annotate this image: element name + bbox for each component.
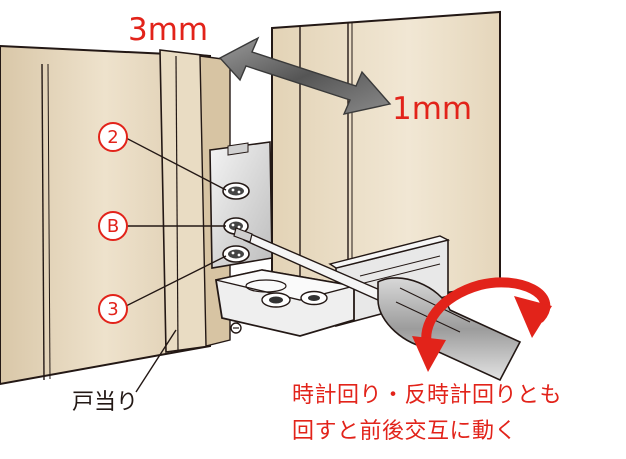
leader-lines	[125, 137, 227, 393]
instruction-line-2: 回すと前後交互に動く	[292, 419, 518, 444]
adjustment-direction-arrow	[218, 36, 392, 115]
marker-upper-screw: 2	[98, 122, 128, 152]
marker-lower-screw: 3	[98, 294, 128, 324]
screwdriver	[233, 227, 522, 382]
marker-middle-screw: B	[98, 211, 128, 241]
instruction-line-1: 時計回り・反時計回りとも	[292, 383, 563, 408]
rotation-arrowhead-down	[412, 336, 446, 372]
rotation-arrowhead-right	[514, 296, 552, 338]
door-stop-label: 戸当り	[72, 390, 139, 415]
adjust-screw-upper[interactable]	[222, 182, 250, 200]
adjust-screw-lower[interactable]	[222, 245, 250, 263]
rotation-arrow	[412, 277, 552, 372]
dimension-3mm-label: 3mm	[128, 12, 209, 48]
dimension-1mm-label: 1mm	[392, 91, 473, 127]
